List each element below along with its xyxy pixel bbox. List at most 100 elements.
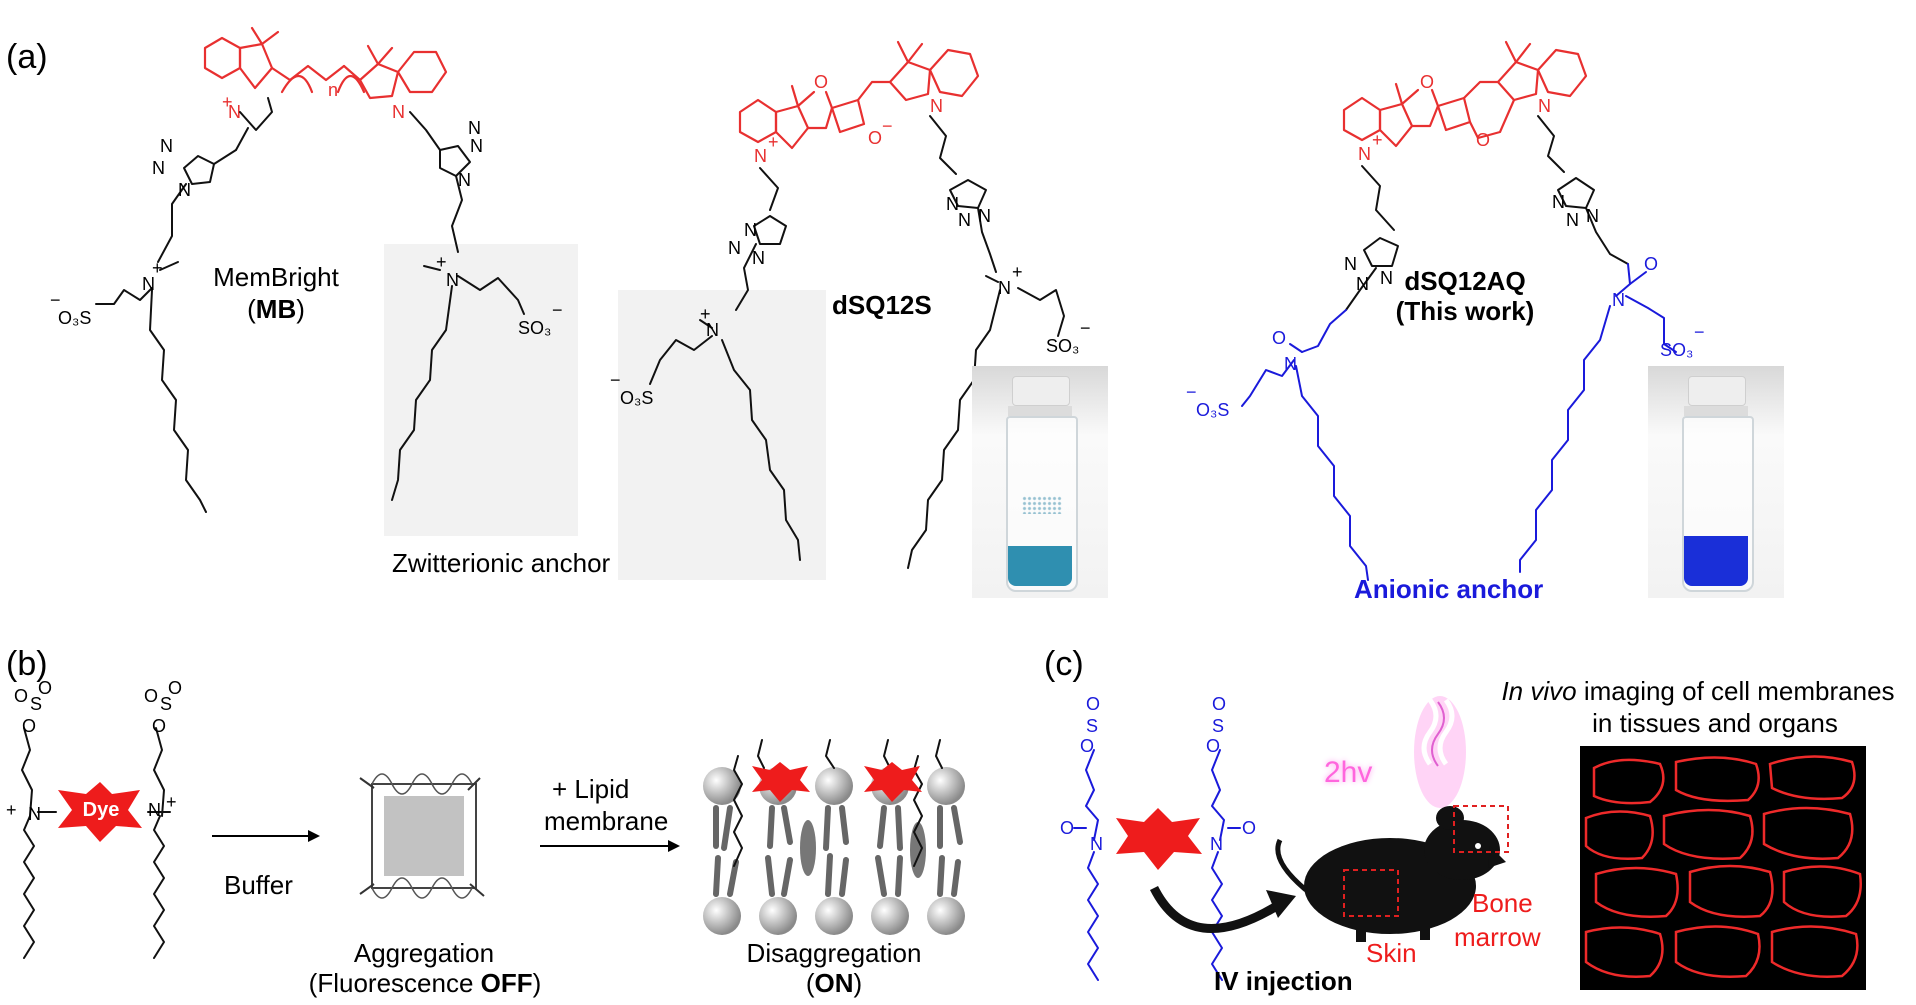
zwitterionic-highlight-box-2 (618, 290, 826, 580)
svg-text:N: N (1586, 206, 1599, 226)
svg-text:N: N (754, 146, 767, 166)
svg-text:N: N (458, 170, 471, 190)
dye-label: Dye (82, 799, 120, 821)
panel-label-a: (a) (6, 38, 48, 76)
anionic-anchor-label: Anionic anchor (1354, 574, 1544, 604)
dsq12aq-right-arm (1537, 115, 1629, 265)
svg-text:N: N (1356, 274, 1369, 294)
invivo-italic: In vivo (1501, 676, 1577, 706)
cell-membrane-image (1580, 746, 1866, 990)
svg-text:N: N (1552, 192, 1565, 212)
svg-text:N: N (142, 274, 155, 294)
aggregation-label: Aggregation (353, 938, 495, 968)
off-state: OFF (480, 968, 533, 998)
svg-text:N: N (468, 118, 481, 138)
svg-text:N: N (1358, 144, 1371, 164)
svg-text:N: N (744, 220, 757, 240)
two-hv-label: 2hv (1324, 756, 1373, 789)
anionic-dimer-chains (1073, 749, 1241, 981)
svg-text:O: O (814, 72, 828, 92)
svg-text:N: N (1344, 254, 1357, 274)
svg-text:N: N (1090, 834, 1103, 854)
membright-abbr-line: (MB) (247, 294, 305, 324)
dye-star (58, 782, 142, 842)
svg-text:O: O (1476, 130, 1490, 150)
svg-text:N: N (752, 248, 765, 268)
vial-liquid-clear (1684, 536, 1748, 586)
bone-marrow-region-box (1453, 805, 1509, 853)
svg-text:N: N (958, 210, 971, 230)
svg-text:N: N (446, 270, 459, 290)
svg-text:O: O (1086, 694, 1100, 714)
svg-text:N: N (228, 102, 241, 122)
lipid-membrane-icon (703, 739, 965, 935)
svg-text:O: O (1644, 254, 1658, 274)
lipid-membrane-label: membrane (544, 806, 669, 836)
svg-text:−: − (1080, 318, 1091, 338)
zwitterionic-highlight-box (384, 244, 578, 536)
svg-text:O₃S: O₃S (620, 388, 653, 408)
zwitterionic-anchor-label: Zwitterionic anchor (392, 548, 611, 578)
invivo-title-line2: in tissues and organs (1592, 708, 1838, 738)
svg-text:N: N (160, 136, 173, 156)
bone-label: Bone (1472, 888, 1533, 918)
membright-abbr: MB (255, 294, 297, 324)
svg-text:O: O (868, 128, 882, 148)
svg-text:+: + (1372, 130, 1383, 150)
dsq12s-left-arm (649, 167, 801, 561)
repeat-n-label: n (328, 80, 338, 100)
svg-text:O: O (14, 686, 28, 706)
svg-text:N: N (470, 136, 483, 156)
vial-liquid-aggregated (1008, 546, 1072, 586)
buffer-label: Buffer (224, 870, 293, 900)
on-state-label: (ON) (805, 968, 863, 998)
svg-text:S: S (30, 694, 42, 714)
svg-text:O: O (1060, 818, 1074, 838)
svg-text:S: S (1212, 716, 1224, 736)
svg-text:O: O (1242, 818, 1256, 838)
on-state: ON (814, 968, 854, 998)
dsq12aq-label: dSQ12AQ (1404, 266, 1526, 296)
svg-text:+: + (1012, 262, 1023, 282)
mouse-icon (1275, 806, 1506, 942)
svg-text:O: O (152, 716, 166, 736)
invivo-title-line1: In vivo imaging of cell membranes (1501, 676, 1895, 706)
svg-text:N: N (178, 180, 191, 200)
svg-text:−: − (50, 290, 61, 310)
svg-text:−: − (1694, 322, 1705, 342)
svg-text:O: O (144, 686, 158, 706)
svg-text:N: N (28, 804, 41, 824)
dsq12aq-left-anionic-anchor (1241, 309, 1369, 581)
svg-text:N: N (1612, 290, 1625, 310)
svg-text:+: + (700, 304, 711, 324)
vial-photo-dsq12s (972, 366, 1108, 598)
svg-text:SO₃: SO₃ (518, 318, 551, 338)
svg-text:N: N (392, 102, 405, 122)
svg-text:N: N (978, 206, 991, 226)
panel-label-b: (b) (6, 645, 48, 683)
dye-star-c (1116, 808, 1202, 870)
svg-text:O: O (1206, 736, 1220, 756)
svg-text:O: O (22, 716, 36, 736)
svg-text:−: − (1186, 382, 1197, 402)
svg-text:+: + (166, 792, 177, 812)
svg-text:N: N (946, 194, 959, 214)
membrane-dye-star-2 (864, 762, 922, 802)
svg-text:O: O (1080, 736, 1094, 756)
two-photon-light-icon (1414, 696, 1466, 808)
membright-left-arm (95, 97, 273, 513)
dsq12s-right-arm (907, 115, 1065, 569)
svg-text:N: N (152, 158, 165, 178)
svg-text:O₃S: O₃S (58, 308, 91, 328)
this-work-label: (This work) (1395, 296, 1535, 326)
svg-text:S: S (160, 694, 172, 714)
marrow-label: marrow (1454, 922, 1541, 952)
svg-text:N: N (1566, 210, 1579, 230)
svg-text:O: O (1212, 694, 1226, 714)
skin-label: Skin (1366, 938, 1417, 968)
aggregate-cluster-icon (359, 773, 485, 899)
fluorescence-off-label: (Fluorescence OFF) (308, 968, 542, 998)
